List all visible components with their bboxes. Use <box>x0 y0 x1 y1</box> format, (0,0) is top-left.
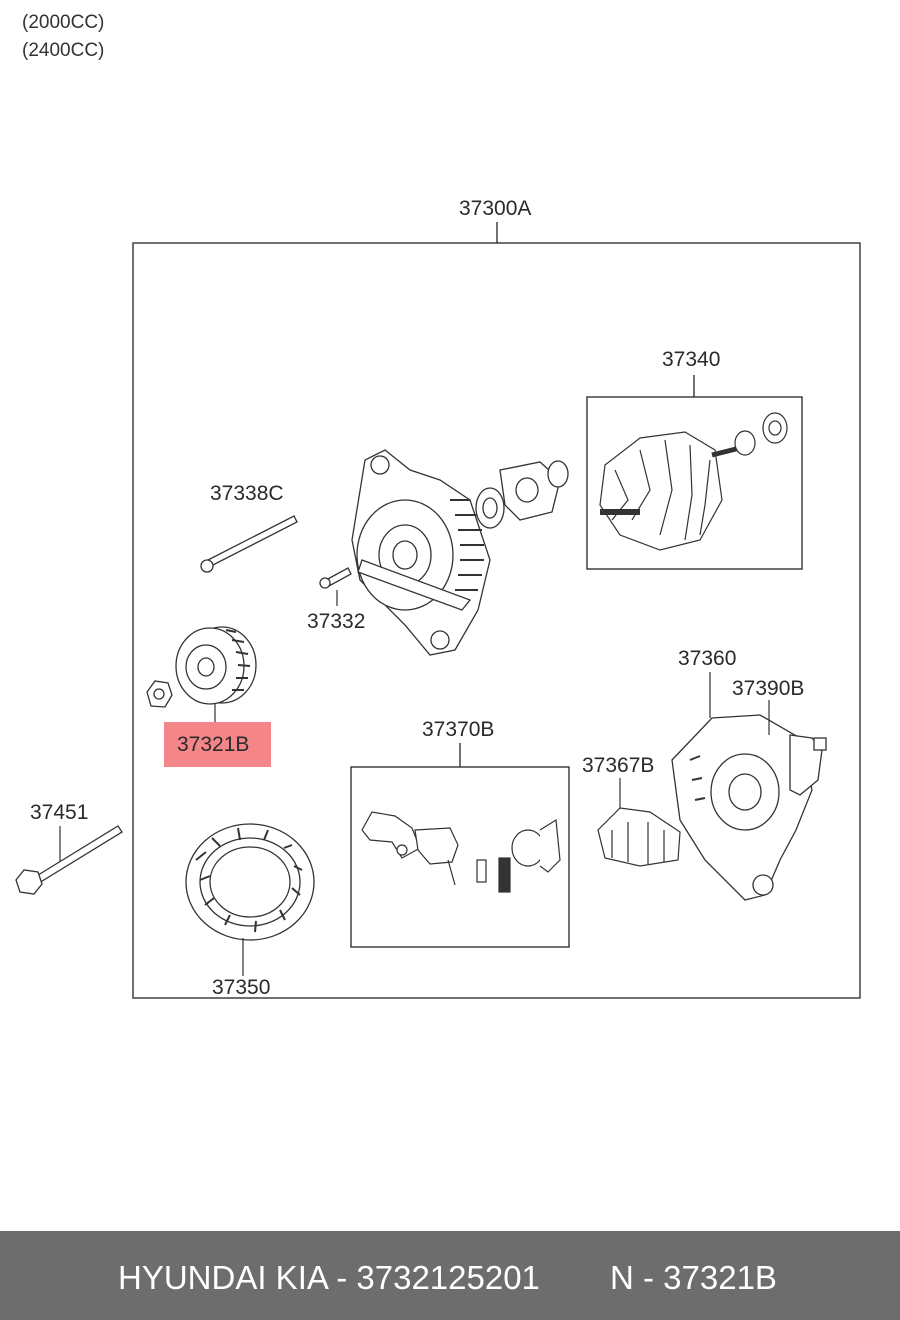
rear-cover <box>789 734 827 796</box>
callout-stator: 37350 <box>212 976 271 999</box>
engine-note-2400cc: (2400CC) <box>22 40 105 61</box>
rear-bracket <box>671 714 813 901</box>
brush-kit-parts <box>361 811 561 893</box>
assembly-label: 37300A <box>459 197 532 220</box>
rotor <box>599 412 788 551</box>
callout-screw: 37332 <box>307 610 366 633</box>
pulley <box>175 626 257 705</box>
footer-brand-part-number: HYUNDAI KIA - 3732125201 <box>118 1259 540 1296</box>
front-bearing <box>475 460 569 529</box>
engine-note-2000cc: (2000CC) <box>22 12 105 33</box>
callout-through-bolt: 37451 <box>30 801 89 824</box>
screw <box>319 567 352 589</box>
stator <box>185 823 315 941</box>
part-number-footer: HYUNDAI KIA - 3732125201 N - 37321B <box>0 1231 900 1320</box>
callout-regulator: 37367B <box>582 754 655 777</box>
alternator-exploded-diagram <box>15 222 861 999</box>
callout-rear-bracket: 37360 <box>678 647 737 670</box>
callout-cover: 37390B <box>732 677 805 700</box>
part-highlight <box>164 722 271 767</box>
through-bolt-c <box>200 515 298 573</box>
callout-rotor: 37340 <box>662 348 721 371</box>
pulley-nut <box>146 680 173 708</box>
callout-pulley: 37321B <box>177 733 250 756</box>
footer-reference: N - 37321B <box>610 1259 777 1296</box>
front-bracket <box>351 449 491 656</box>
callout-brush-holder-kit: 37370B <box>422 718 495 741</box>
through-bolt <box>15 825 123 895</box>
regulator <box>597 807 681 867</box>
callout-through-bolt-c: 37338C <box>210 482 284 505</box>
